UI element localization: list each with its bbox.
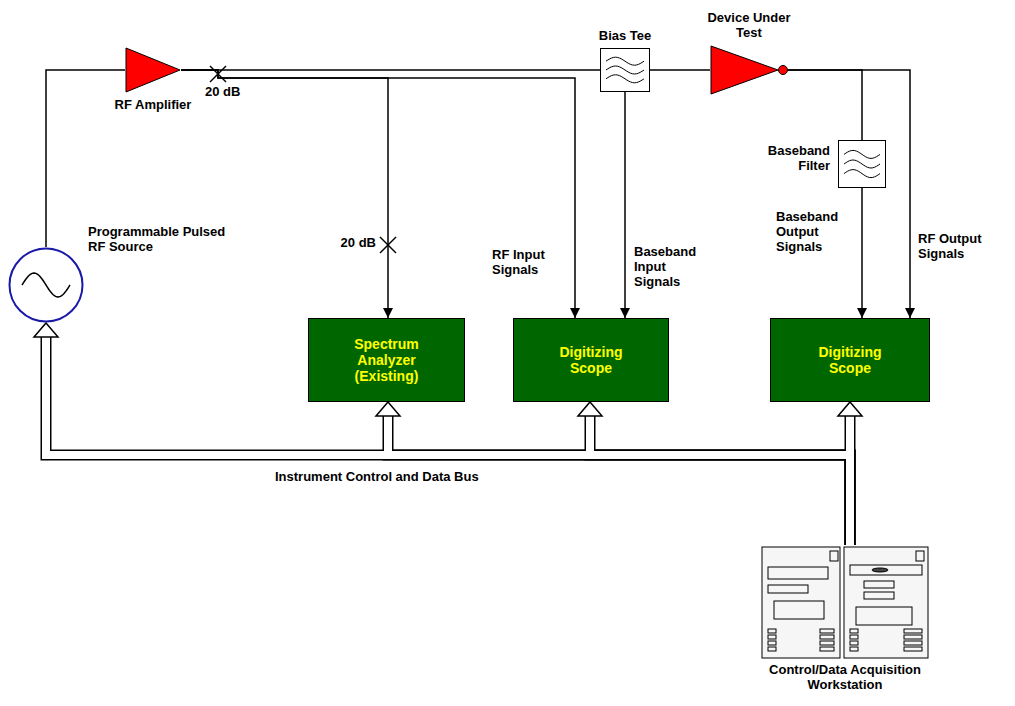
instrument-box: Digitizing Scope: [770, 318, 930, 402]
signal-line: [788, 70, 910, 318]
bus-line: [590, 416, 850, 545]
signal-line: [181, 69, 600, 71]
box-label: Digitizing Scope: [798, 344, 902, 376]
source-outline: [8, 247, 84, 323]
signal-line: [861, 188, 863, 318]
bus-arrowhead: [34, 323, 58, 337]
instrument-box: Spectrum Analyzer (Existing): [308, 318, 465, 402]
signal-name: RF Output Signals: [918, 232, 1004, 262]
instrument-box: Digitizing Scope: [513, 318, 669, 402]
signal-line: [788, 70, 862, 140]
ws-outline: [760, 545, 930, 660]
signal-source: Programmable Pulsed RF Source: [8, 247, 84, 323]
coupling-value: 20 dB: [326, 236, 376, 251]
filter-outline: [838, 140, 886, 188]
bus-name: Instrument Control and Data Bus: [275, 470, 479, 485]
part-name: RF Amplifier: [115, 98, 192, 113]
workstation: Control/Data Acquisition Workstation: [760, 545, 930, 660]
bus-arrowhead: [376, 402, 400, 416]
coupling-value: 20 dB: [205, 85, 240, 100]
bus-fill: [590, 416, 850, 546]
signal-line: [650, 69, 710, 71]
signal-line: [181, 70, 388, 318]
signal-line: [624, 92, 626, 318]
part-name: Bias Tee: [599, 29, 652, 44]
tee-outline: [600, 48, 650, 92]
dut-outline: [710, 45, 788, 95]
bus-arrowhead: [578, 402, 602, 416]
part-name: Baseband Filter: [754, 144, 830, 174]
bias-tee: Bias Tee: [600, 48, 650, 92]
bus-arrowhead: [838, 402, 862, 416]
box-label: Spectrum Analyzer (Existing): [335, 336, 439, 384]
amplifier-symbol: RF Amplifier: [125, 47, 181, 93]
signal-name: Baseband Input Signals: [634, 245, 710, 290]
device-under-test: Device Under Test: [710, 45, 788, 95]
bus-line: [845, 416, 856, 545]
signal-name: RF Input Signals: [492, 248, 568, 278]
bus-fill: [846, 416, 854, 546]
part-name: Device Under Test: [693, 11, 805, 41]
part-name: Programmable Pulsed RF Source: [88, 225, 228, 255]
signal-name: Baseband Output Signals: [776, 210, 854, 255]
box-label: Digitizing Scope: [539, 344, 643, 376]
amp-outline: [125, 47, 181, 93]
signal-line: [181, 70, 575, 318]
filter-symbol: Baseband Filter: [838, 140, 886, 188]
part-name: Control/Data Acquisition Workstation: [740, 663, 950, 693]
signal-line: [46, 70, 125, 247]
